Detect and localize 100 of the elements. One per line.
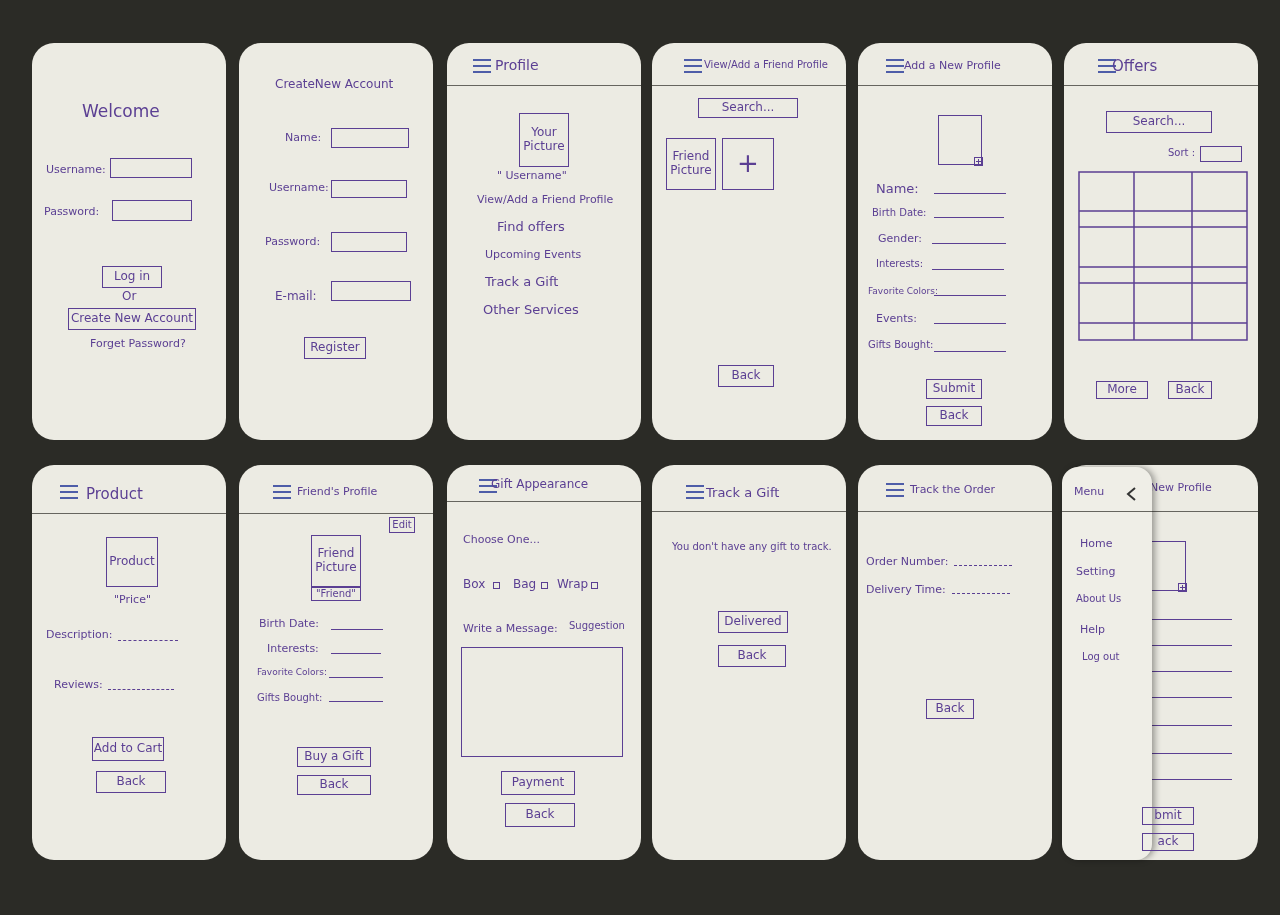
back-button: Back	[926, 699, 974, 719]
product-screen-card	[32, 465, 226, 860]
field-label: Favorite Colors:	[868, 286, 939, 296]
menu-option: About Us	[1076, 593, 1122, 604]
option-label: Bag	[513, 577, 537, 591]
menu-option: View/Add a Friend Profile	[477, 193, 614, 206]
input-field	[110, 158, 192, 178]
field-label: Password:	[44, 205, 100, 218]
input-field	[331, 180, 407, 198]
screen-title: View/Add a Friend Profile	[704, 59, 828, 70]
menu-option: Setting	[1076, 565, 1116, 578]
side-menu-panel	[1062, 467, 1152, 860]
field-label: Reviews:	[54, 678, 103, 691]
sort-dropdown	[1200, 146, 1242, 162]
back-button: Back	[1168, 381, 1212, 399]
profile-screen-card	[447, 43, 641, 440]
back-button: ack	[1142, 833, 1194, 851]
track-gift-screen-card	[652, 465, 846, 860]
option-label: Box	[463, 577, 486, 591]
gift-appearance-screen-card	[447, 465, 641, 860]
screen-title: Track the Order	[910, 483, 996, 496]
input-field	[331, 281, 411, 301]
menu-option: Log out	[1082, 651, 1120, 662]
menu-option: Find offers	[497, 219, 565, 234]
menu-option: Upcoming Events	[485, 248, 582, 261]
menu-option: Track a Gift	[485, 274, 559, 289]
menu-option: Home	[1080, 537, 1113, 550]
picture-placeholder	[938, 115, 982, 165]
back-button: Back	[926, 406, 982, 426]
add-friend-button: +	[722, 138, 774, 190]
back-button: Back	[718, 645, 786, 667]
menu-option: Help	[1080, 623, 1106, 636]
field-label: Birth Date:	[872, 207, 927, 218]
login-screen-card	[32, 43, 226, 440]
friend-profile-screen-card	[239, 465, 433, 860]
or-text: Or	[122, 289, 137, 303]
field-label: Username:	[269, 181, 329, 194]
screen-title: Offers	[1112, 57, 1158, 75]
photo-frame: Product	[106, 537, 158, 587]
field-label: Interests:	[876, 258, 924, 269]
login-button: Log in	[102, 266, 162, 288]
name-caption: "Friend"	[311, 587, 361, 601]
field-label: Favorite Colors:	[257, 667, 328, 677]
field-label: Name:	[285, 131, 322, 144]
photo-frame: Friend Picture	[311, 535, 361, 587]
input-field	[331, 128, 409, 148]
offers-screen-card	[1064, 43, 1258, 440]
input-field	[112, 200, 192, 221]
screen-title: Add a New Profile	[904, 59, 1001, 72]
photo-frame: Your Picture	[519, 113, 569, 167]
status-message: You don't have any gift to track.	[672, 541, 832, 552]
new-profile-screen-card	[858, 43, 1052, 440]
screen-title: Profile	[495, 57, 539, 73]
back-button: Back	[718, 365, 774, 387]
register-screen-card	[239, 43, 433, 440]
instruction-text: Choose One...	[463, 533, 540, 546]
input-field	[331, 232, 407, 252]
username-caption: " Username"	[497, 169, 567, 182]
create-account-button: Create New Account	[68, 308, 196, 330]
add-to-cart-button: Add to Cart	[92, 737, 164, 761]
submit-button: Submit	[926, 379, 982, 399]
back-button: Back	[96, 771, 166, 793]
screen-title: Track a Gift	[706, 485, 780, 500]
photo-frame: Friend Picture	[666, 138, 716, 190]
field-label: Gender:	[878, 232, 923, 245]
field-label: Username:	[46, 163, 106, 176]
menu-option: Other Services	[483, 302, 579, 317]
screen-title: Friend's Profile	[297, 485, 378, 498]
suggestion-link: Suggestion	[569, 620, 625, 631]
edit-button: Edit	[389, 517, 415, 533]
option-label: Wrap	[557, 577, 589, 591]
field-label: E-mail:	[275, 289, 317, 303]
sort-label: Sort :	[1168, 147, 1196, 158]
welcome-heading: Welcome	[82, 101, 160, 121]
price-caption: "Price"	[114, 593, 151, 606]
register-button: Register	[304, 337, 366, 359]
message-field	[461, 647, 623, 757]
field-label: Events:	[876, 312, 917, 325]
submit-button: bmit	[1142, 807, 1194, 825]
payment-button: Payment	[501, 771, 575, 795]
menu-title: Menu	[1074, 485, 1105, 498]
back-button: Back	[297, 775, 371, 795]
field-label: Password:	[265, 235, 321, 248]
delivered-button: Delivered	[718, 611, 788, 633]
field-label: Gifts Bought:	[868, 339, 934, 350]
search-field: Search...	[698, 98, 798, 118]
screen-title: CreateNew Account	[275, 77, 394, 91]
new-profile-screen-card	[1064, 465, 1258, 860]
friend-list-screen-card	[652, 43, 846, 440]
buy-gift-button: Buy a Gift	[297, 747, 371, 767]
field-label: Name:	[876, 181, 919, 196]
search-field: Search...	[1106, 111, 1212, 133]
field-label: Order Number:	[866, 555, 949, 568]
field-label: Birth Date:	[259, 617, 319, 630]
field-label: Delivery Time:	[866, 583, 946, 596]
track-order-screen-card	[858, 465, 1052, 860]
field-label: Interests:	[267, 642, 319, 655]
field-label: Gifts Bought:	[257, 692, 323, 703]
field-label: Description:	[46, 628, 113, 641]
field-label: Write a Message:	[463, 622, 558, 635]
